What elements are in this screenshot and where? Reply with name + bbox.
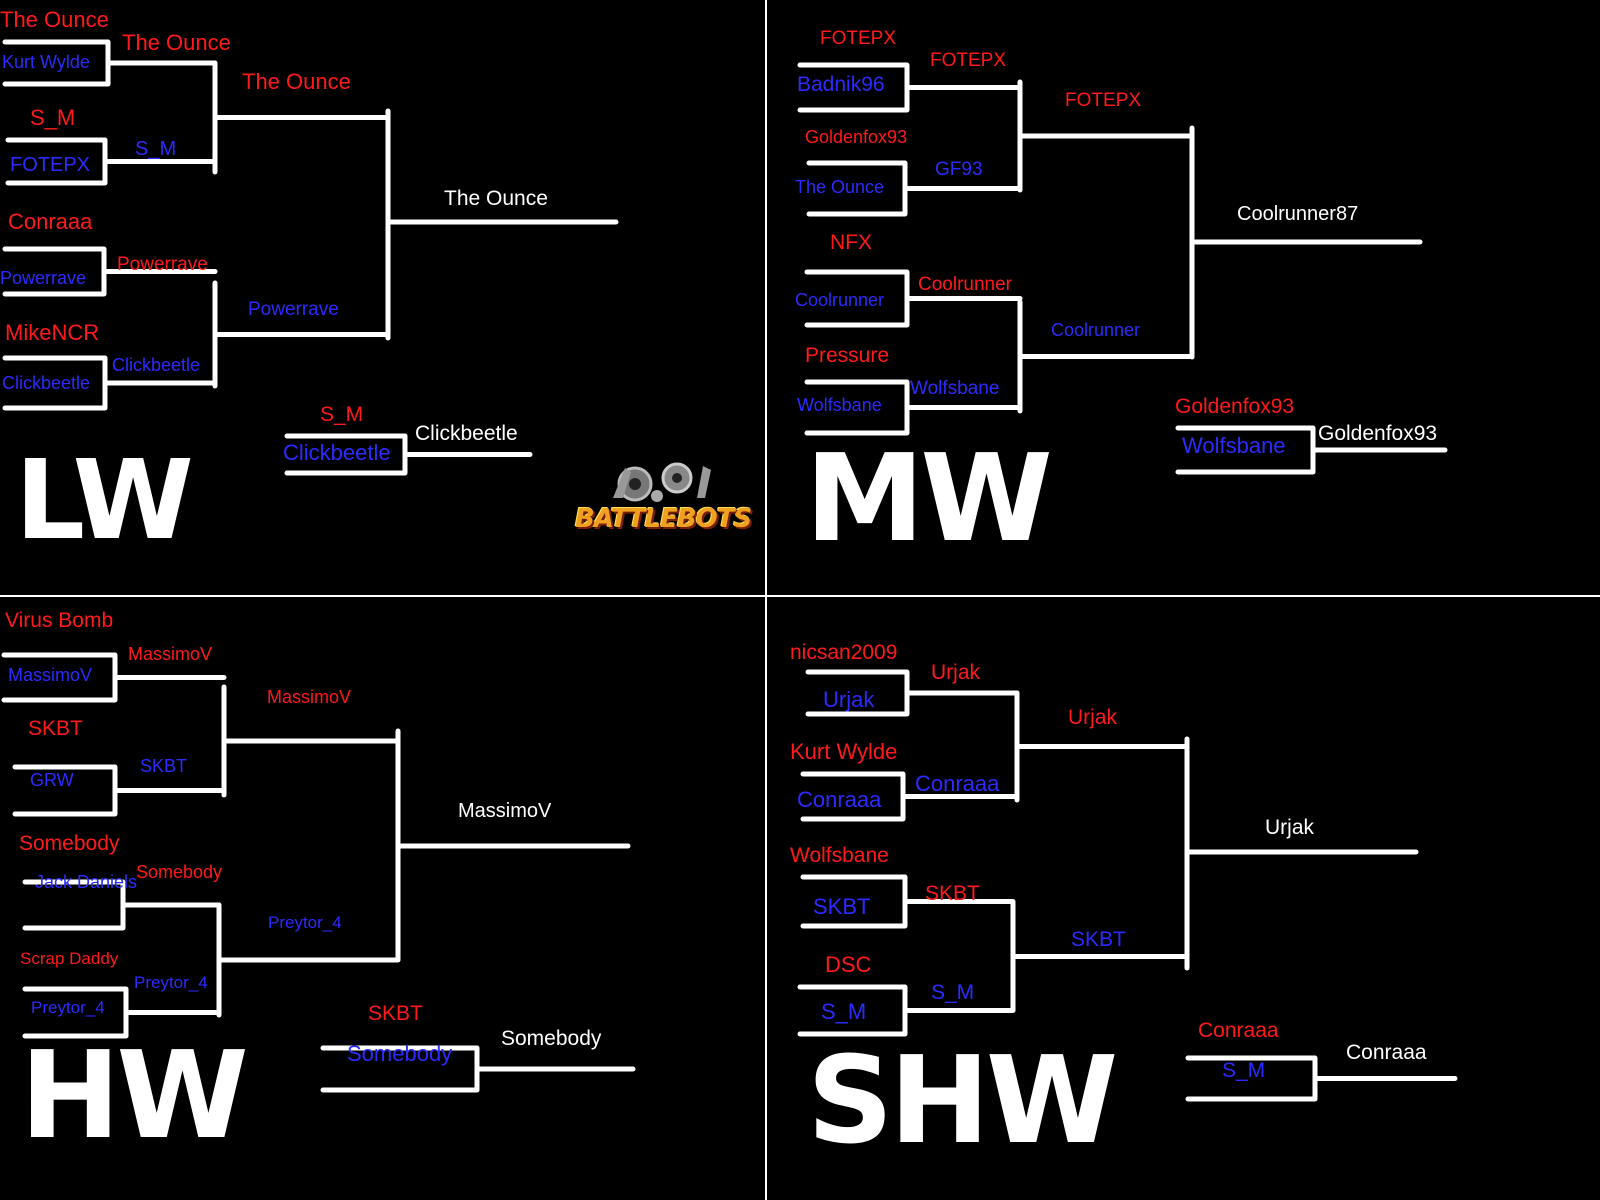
round1-competitor-top: Pressure xyxy=(805,343,890,367)
round1-competitor-top: DSC xyxy=(825,952,872,977)
round1-competitor-top: Somebody xyxy=(19,831,120,855)
round1-competitor-top: nicsan2009 xyxy=(790,640,898,664)
battlebots-logo: BATTLEBOTS xyxy=(575,458,752,548)
hw-bracket-lines xyxy=(1,652,636,1093)
bracket-champion: Urjak xyxy=(1265,815,1315,839)
round1-competitor-bottom: Powerrave xyxy=(0,268,87,288)
robot-gears-icon xyxy=(613,462,711,502)
round3-competitor: FOTEPX xyxy=(1065,89,1142,111)
round2-competitor: Conraaa xyxy=(915,771,1000,796)
third-place-bottom: Wolfsbane xyxy=(1182,433,1286,458)
round3-competitor: SKBT xyxy=(1071,927,1126,951)
round1-competitor-top: NFX xyxy=(830,230,872,254)
round2-competitor: Powerrave xyxy=(117,253,208,275)
round1-competitor-bottom: GRW xyxy=(30,770,74,790)
round1-competitor-bottom: Jack Daniels xyxy=(35,872,138,892)
round2-competitor: Wolfsbane xyxy=(910,377,1000,399)
third-place-top: Conraaa xyxy=(1198,1018,1279,1042)
third-place-winner: Clickbeetle xyxy=(415,421,518,445)
round1-competitor-top: Kurt Wylde xyxy=(790,739,898,764)
round1-competitor-bottom: Badnik96 xyxy=(797,72,885,96)
round1-competitor-bottom: SKBT xyxy=(813,894,871,919)
round1-competitor-bottom: Urjak xyxy=(823,687,875,712)
third-place-bottom: Somebody xyxy=(347,1041,453,1066)
round1-competitor-bottom: Clickbeetle xyxy=(2,373,91,393)
third-place-top: SKBT xyxy=(368,1001,423,1025)
round1-competitor-bottom: Conraaa xyxy=(797,787,882,812)
round2-competitor: SKBT xyxy=(925,881,980,905)
third-place-winner: Conraaa xyxy=(1346,1040,1427,1064)
logo-text: BATTLEBOTS xyxy=(575,504,752,534)
round2-competitor: Preytor_4 xyxy=(134,972,208,992)
round1-competitor-bottom: MassimoV xyxy=(8,665,93,685)
round3-competitor: Coolrunner xyxy=(1051,320,1141,340)
round1-competitor-bottom: Wolfsbane xyxy=(797,395,882,415)
bracket-champion: MassimoV xyxy=(458,800,552,822)
mw-bracket-lines xyxy=(797,62,1448,475)
third-place-bottom: S_M xyxy=(1222,1058,1266,1082)
round1-competitor-top: Scrap Daddy xyxy=(20,948,119,968)
round3-competitor: The Ounce xyxy=(242,69,351,94)
weight-class-label: SHW xyxy=(807,1032,1118,1171)
round1-competitor-bottom: FOTEPX xyxy=(10,154,91,176)
round3-competitor: MassimoV xyxy=(267,687,352,707)
round2-competitor: SKBT xyxy=(140,756,188,776)
round2-competitor: MassimoV xyxy=(128,644,213,664)
round2-competitor: Somebody xyxy=(136,862,223,882)
round1-competitor-top: Conraaa xyxy=(8,209,93,234)
round1-competitor-top: MikeNCR xyxy=(5,320,100,345)
round2-competitor: GF93 xyxy=(935,158,983,180)
bracket-champion: Coolrunner87 xyxy=(1237,203,1359,225)
round1-competitor-bottom: Preytor_4 xyxy=(31,997,105,1017)
weight-class-label: MW xyxy=(805,430,1053,569)
third-place-bottom: Clickbeetle xyxy=(283,440,391,465)
round2-competitor: S_M xyxy=(135,138,177,160)
round1-competitor-bottom: S_M xyxy=(821,999,867,1024)
vertical-divider xyxy=(765,0,767,1200)
round1-competitor-top: Virus Bomb xyxy=(5,608,114,632)
round2-competitor: S_M xyxy=(931,980,975,1004)
third-place-top: Goldenfox93 xyxy=(1175,394,1295,418)
round2-competitor: The Ounce xyxy=(122,30,231,55)
round1-competitor-top: The Ounce xyxy=(0,7,109,32)
third-place-winner: Somebody xyxy=(501,1026,602,1050)
weight-class-label: LW xyxy=(15,436,194,564)
round2-competitor: Urjak xyxy=(931,660,981,684)
round3-competitor: Powerrave xyxy=(248,298,339,320)
weight-class-label: HW xyxy=(20,1027,249,1166)
round3-competitor: Urjak xyxy=(1068,705,1118,729)
lw-bracket-lines xyxy=(2,39,619,476)
round1-competitor-top: Wolfsbane xyxy=(790,843,889,867)
round1-competitor-bottom: Coolrunner xyxy=(795,290,885,310)
round1-competitor-bottom: Kurt Wylde xyxy=(2,52,90,72)
round2-competitor: FOTEPX xyxy=(930,49,1007,71)
round1-competitor-bottom: The Ounce xyxy=(795,177,885,197)
round1-competitor-top: SKBT xyxy=(28,716,83,740)
bracket-champion: The Ounce xyxy=(444,186,548,210)
round1-competitor-top: Goldenfox93 xyxy=(805,127,908,147)
round2-competitor: Coolrunner xyxy=(918,273,1012,295)
round1-competitor-top: S_M xyxy=(30,105,76,130)
horizontal-divider xyxy=(0,595,1600,597)
shw-bracket-lines xyxy=(797,669,1458,1102)
round1-competitor-top: FOTEPX xyxy=(820,27,897,49)
third-place-winner: Goldenfox93 xyxy=(1318,421,1438,445)
third-place-top: S_M xyxy=(320,402,364,426)
round2-competitor: Clickbeetle xyxy=(112,355,201,375)
round3-competitor: Preytor_4 xyxy=(268,912,342,932)
